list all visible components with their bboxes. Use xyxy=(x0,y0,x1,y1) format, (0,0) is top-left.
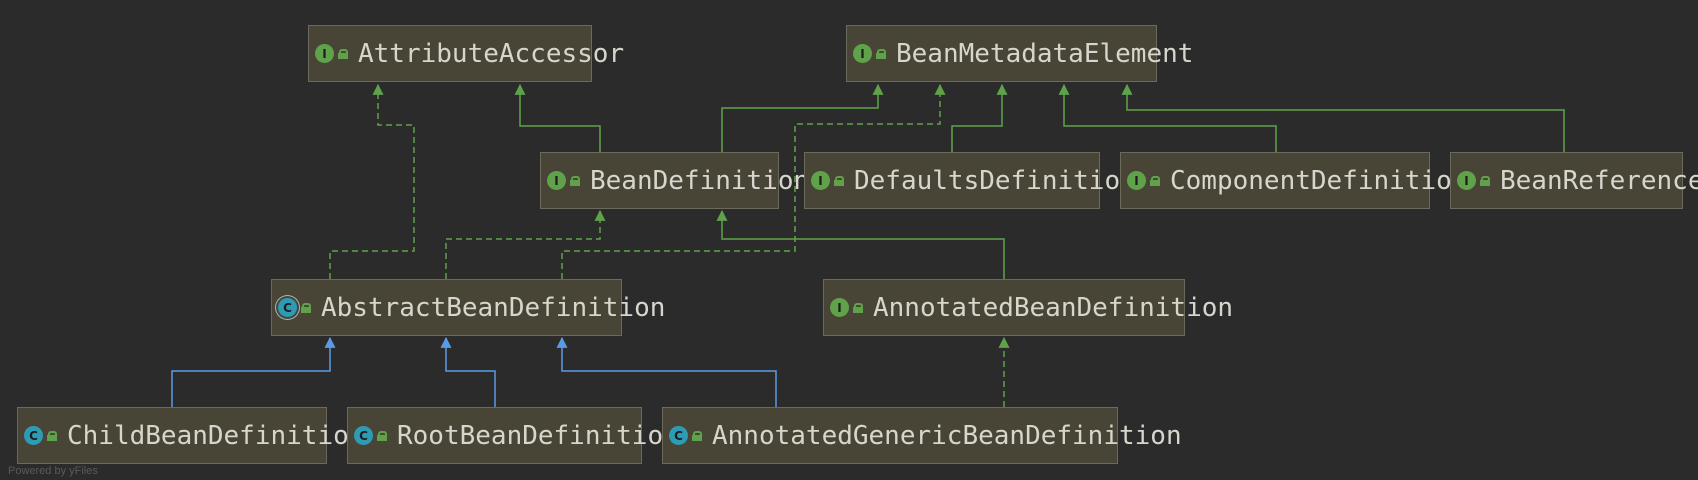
node-component-definition[interactable]: I ComponentDefinition xyxy=(1120,152,1467,209)
public-lock-icon xyxy=(834,176,844,186)
edge-abstractbeandefinition-beanmetadataelement xyxy=(561,83,946,279)
edge-rootbeandefinition-abstractbeandefinition xyxy=(440,336,496,407)
public-lock-icon xyxy=(876,49,886,59)
node-defaults-definition[interactable]: I DefaultsDefinition xyxy=(804,152,1136,209)
node-bean-definition[interactable]: I BeanDefinition xyxy=(540,152,809,209)
class-icon: C xyxy=(669,426,688,445)
edge-abstractbeandefinition-beandefinition xyxy=(445,209,606,279)
class-icon: C xyxy=(354,426,373,445)
interface-icon: I xyxy=(853,44,872,63)
public-lock-icon xyxy=(1480,176,1490,186)
interface-icon: I xyxy=(315,44,334,63)
node-abstract-bean-definition[interactable]: C AbstractBeanDefinition xyxy=(271,279,665,336)
node-annotated-generic-bean-definition[interactable]: C AnnotatedGenericBeanDefinition xyxy=(662,407,1182,464)
interface-icon: I xyxy=(1457,171,1476,190)
node-label: BeanReference xyxy=(1500,165,1698,196)
node-label: AttributeAccessor xyxy=(358,38,625,69)
node-label: DefaultsDefinition xyxy=(854,165,1136,196)
node-label: AnnotatedGenericBeanDefinition xyxy=(712,420,1182,451)
public-lock-icon xyxy=(853,303,863,313)
node-annotated-bean-definition[interactable]: I AnnotatedBeanDefinition xyxy=(823,279,1233,336)
powered-by-footer: Powered by yFiles xyxy=(8,465,98,477)
node-label: RootBeanDefinition xyxy=(397,420,679,451)
public-lock-icon xyxy=(377,431,387,441)
node-attribute-accessor[interactable]: I AttributeAccessor xyxy=(308,25,624,82)
public-lock-icon xyxy=(47,431,57,441)
edge-beanreference-beanmetadataelement xyxy=(1121,83,1565,152)
public-lock-icon xyxy=(1150,176,1160,186)
node-root-bean-definition[interactable]: C RootBeanDefinition xyxy=(347,407,679,464)
class-icon: C xyxy=(24,426,43,445)
node-label: AbstractBeanDefinition xyxy=(321,292,666,323)
node-bean-reference[interactable]: I BeanReference xyxy=(1450,152,1698,209)
edge-childbeandefinition-abstractbeandefinition xyxy=(171,336,336,407)
node-child-bean-definition[interactable]: C ChildBeanDefinition xyxy=(17,407,364,464)
node-label: AnnotatedBeanDefinition xyxy=(873,292,1234,323)
interface-icon: I xyxy=(547,171,566,190)
public-lock-icon xyxy=(692,431,702,441)
node-label: BeanMetadataElement xyxy=(896,38,1194,69)
node-label: ChildBeanDefinition xyxy=(67,420,365,451)
public-lock-icon xyxy=(301,303,311,313)
interface-icon: I xyxy=(811,171,830,190)
interface-icon: I xyxy=(830,298,849,317)
edge-annotatedbeandefinition-beandefinition xyxy=(716,209,1005,279)
edge-annotatedgenericbeandefinition-abstractbeandefinition xyxy=(556,336,777,407)
public-lock-icon xyxy=(338,49,348,59)
node-label: ComponentDefinition xyxy=(1170,165,1468,196)
edge-defaultsdefinition-beanmetadataelement xyxy=(951,83,1008,152)
edge-beandefinition-beanmetadataelement xyxy=(721,83,884,152)
interface-icon: I xyxy=(1127,171,1146,190)
node-label: BeanDefinition xyxy=(590,165,810,196)
edge-beandefinition-attributeaccessor xyxy=(514,83,601,152)
edge-abstractbeandefinition-attributeaccessor xyxy=(329,83,415,279)
node-bean-metadata-element[interactable]: I BeanMetadataElement xyxy=(846,25,1193,82)
public-lock-icon xyxy=(570,176,580,186)
abstract-class-icon: C xyxy=(278,298,297,317)
edge-componentdefinition-beanmetadataelement xyxy=(1058,83,1277,152)
